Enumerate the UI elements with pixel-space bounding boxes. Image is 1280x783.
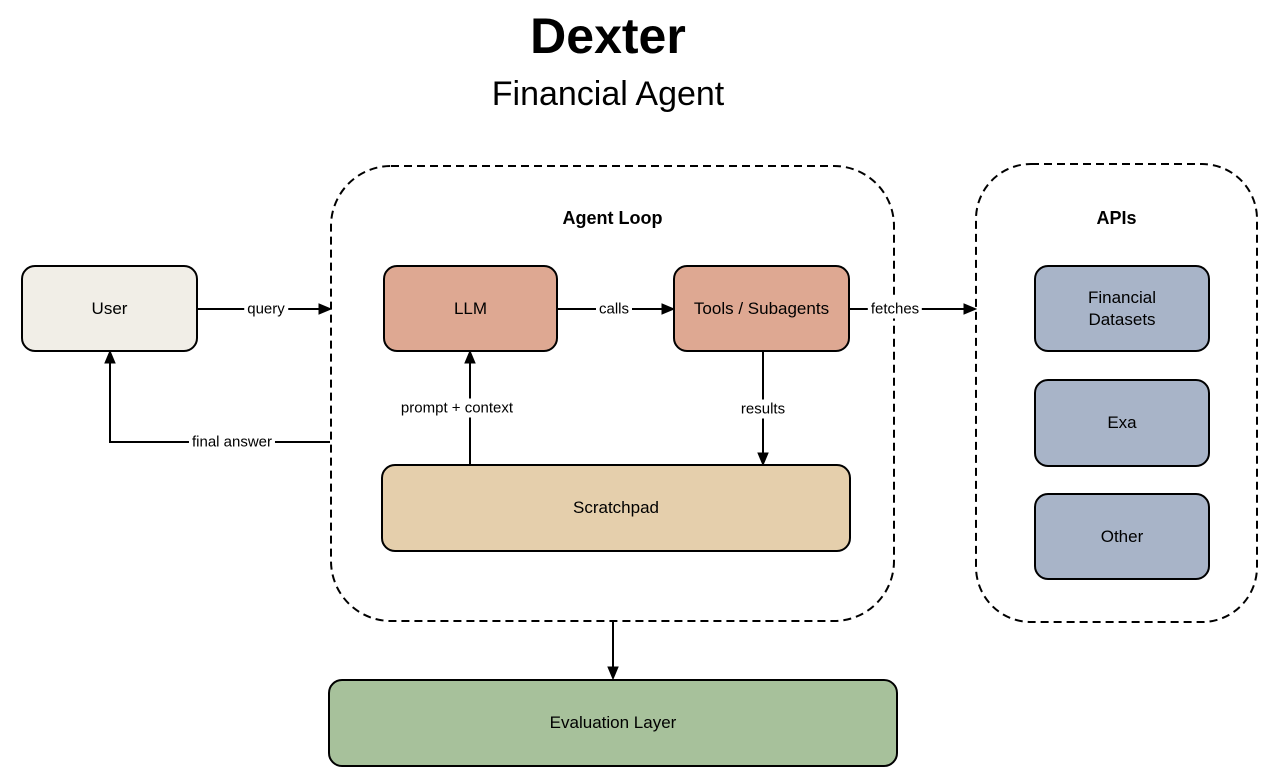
edge-label-fetches: fetches (867, 299, 923, 319)
node-other: Other (1034, 493, 1210, 580)
node-user-label: User (91, 298, 128, 318)
node-exa: Exa (1034, 379, 1210, 467)
edge-label-calls: calls (595, 299, 633, 319)
edge-label-final-answer: final answer (188, 432, 276, 452)
agent-loop-label: Agent Loop (562, 208, 663, 228)
agent-loop-container (330, 165, 895, 622)
node-user: User (21, 265, 198, 352)
page-subtitle: Financial Agent (491, 75, 725, 113)
apis-label: APIs (1096, 208, 1137, 228)
node-exa-label: Exa (1107, 413, 1137, 432)
node-scratchpad-label: Scratchpad (573, 498, 659, 517)
node-tools-subagents: Tools / Subagents (673, 265, 850, 352)
node-evaluation-layer-label: Evaluation Layer (549, 713, 677, 732)
node-scratchpad: Scratchpad (381, 464, 851, 552)
page-title: Dexter (530, 8, 686, 64)
node-other-label: Other (1100, 526, 1144, 546)
edge-label-results: results (737, 399, 789, 419)
node-llm-label: LLM (453, 298, 488, 318)
node-financial-datasets-label: Financial Datasets (1087, 287, 1157, 329)
edge-label-query: query (244, 299, 288, 319)
edge-final-answer-arrow (110, 352, 330, 443)
apis-container (975, 163, 1258, 623)
node-evaluation-layer: Evaluation Layer (328, 679, 898, 767)
node-tools-subagents-label: Tools / Subagents (693, 298, 830, 318)
edge-label-prompt-context: prompt + context (397, 398, 517, 418)
node-llm: LLM (383, 265, 558, 352)
node-financial-datasets: Financial Datasets (1034, 265, 1210, 352)
